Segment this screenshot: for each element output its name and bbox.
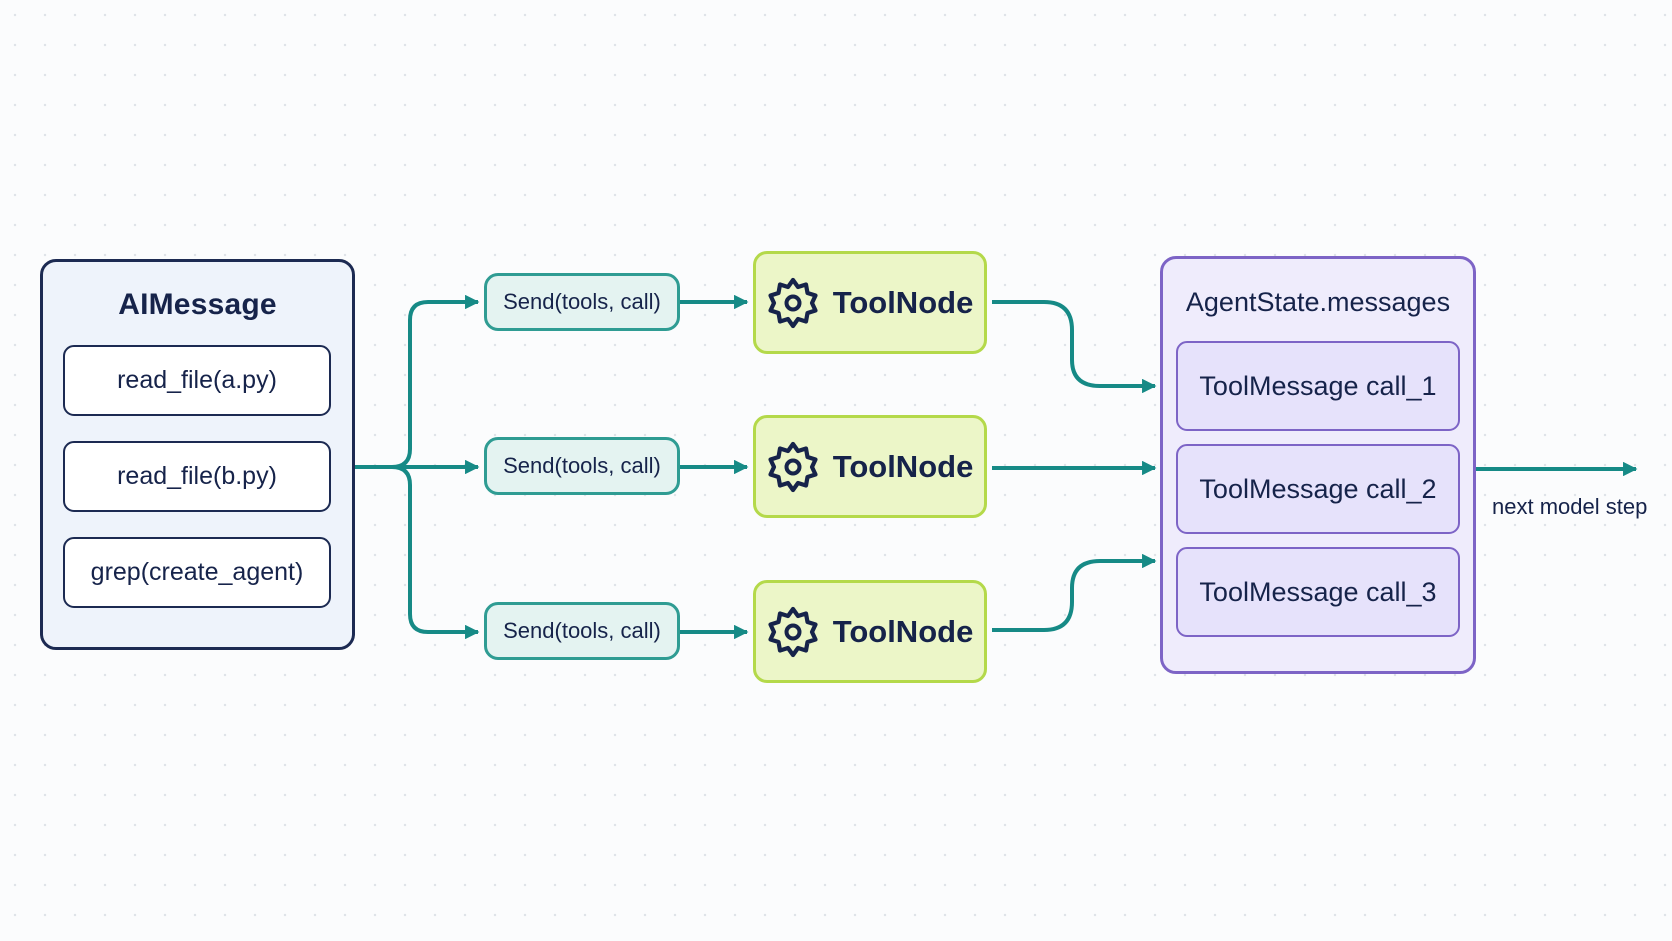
tool-node-label: ToolNode bbox=[832, 284, 974, 320]
gear-icon bbox=[768, 606, 818, 657]
ai-message-title: AIMessage bbox=[118, 288, 277, 321]
tool-call-item: read_file(b.py) bbox=[63, 441, 331, 512]
tool-message-3: ToolMessage call_3 bbox=[1176, 547, 1460, 637]
tool-call-item: read_file(a.py) bbox=[63, 345, 331, 416]
tool-node-3: ToolNode bbox=[753, 580, 987, 683]
tool-message-2: ToolMessage call_2 bbox=[1176, 444, 1460, 534]
gear-icon bbox=[768, 277, 818, 328]
arrow-branch-3 bbox=[391, 465, 480, 640]
tool-node-2: ToolNode bbox=[753, 415, 987, 518]
tool-node-label: ToolNode bbox=[832, 613, 974, 649]
send-node-3: Send(tools, call) bbox=[484, 602, 680, 660]
agent-state-title: AgentState.messages bbox=[1185, 287, 1451, 317]
tool-message-1: ToolMessage call_1 bbox=[1176, 341, 1460, 431]
arrow-tool-state-1 bbox=[992, 300, 1157, 394]
tool-call-item: grep(create_agent) bbox=[63, 537, 331, 608]
next-step-label: next model step bbox=[1492, 494, 1648, 519]
arrow-branch-1 bbox=[391, 294, 480, 469]
send-node-2: Send(tools, call) bbox=[484, 437, 680, 495]
gear-icon bbox=[768, 441, 818, 492]
arrow-tool-state-3 bbox=[992, 553, 1157, 632]
tool-node-1: ToolNode bbox=[753, 251, 987, 354]
send-node-1: Send(tools, call) bbox=[484, 273, 680, 331]
tool-node-label: ToolNode bbox=[832, 448, 974, 484]
